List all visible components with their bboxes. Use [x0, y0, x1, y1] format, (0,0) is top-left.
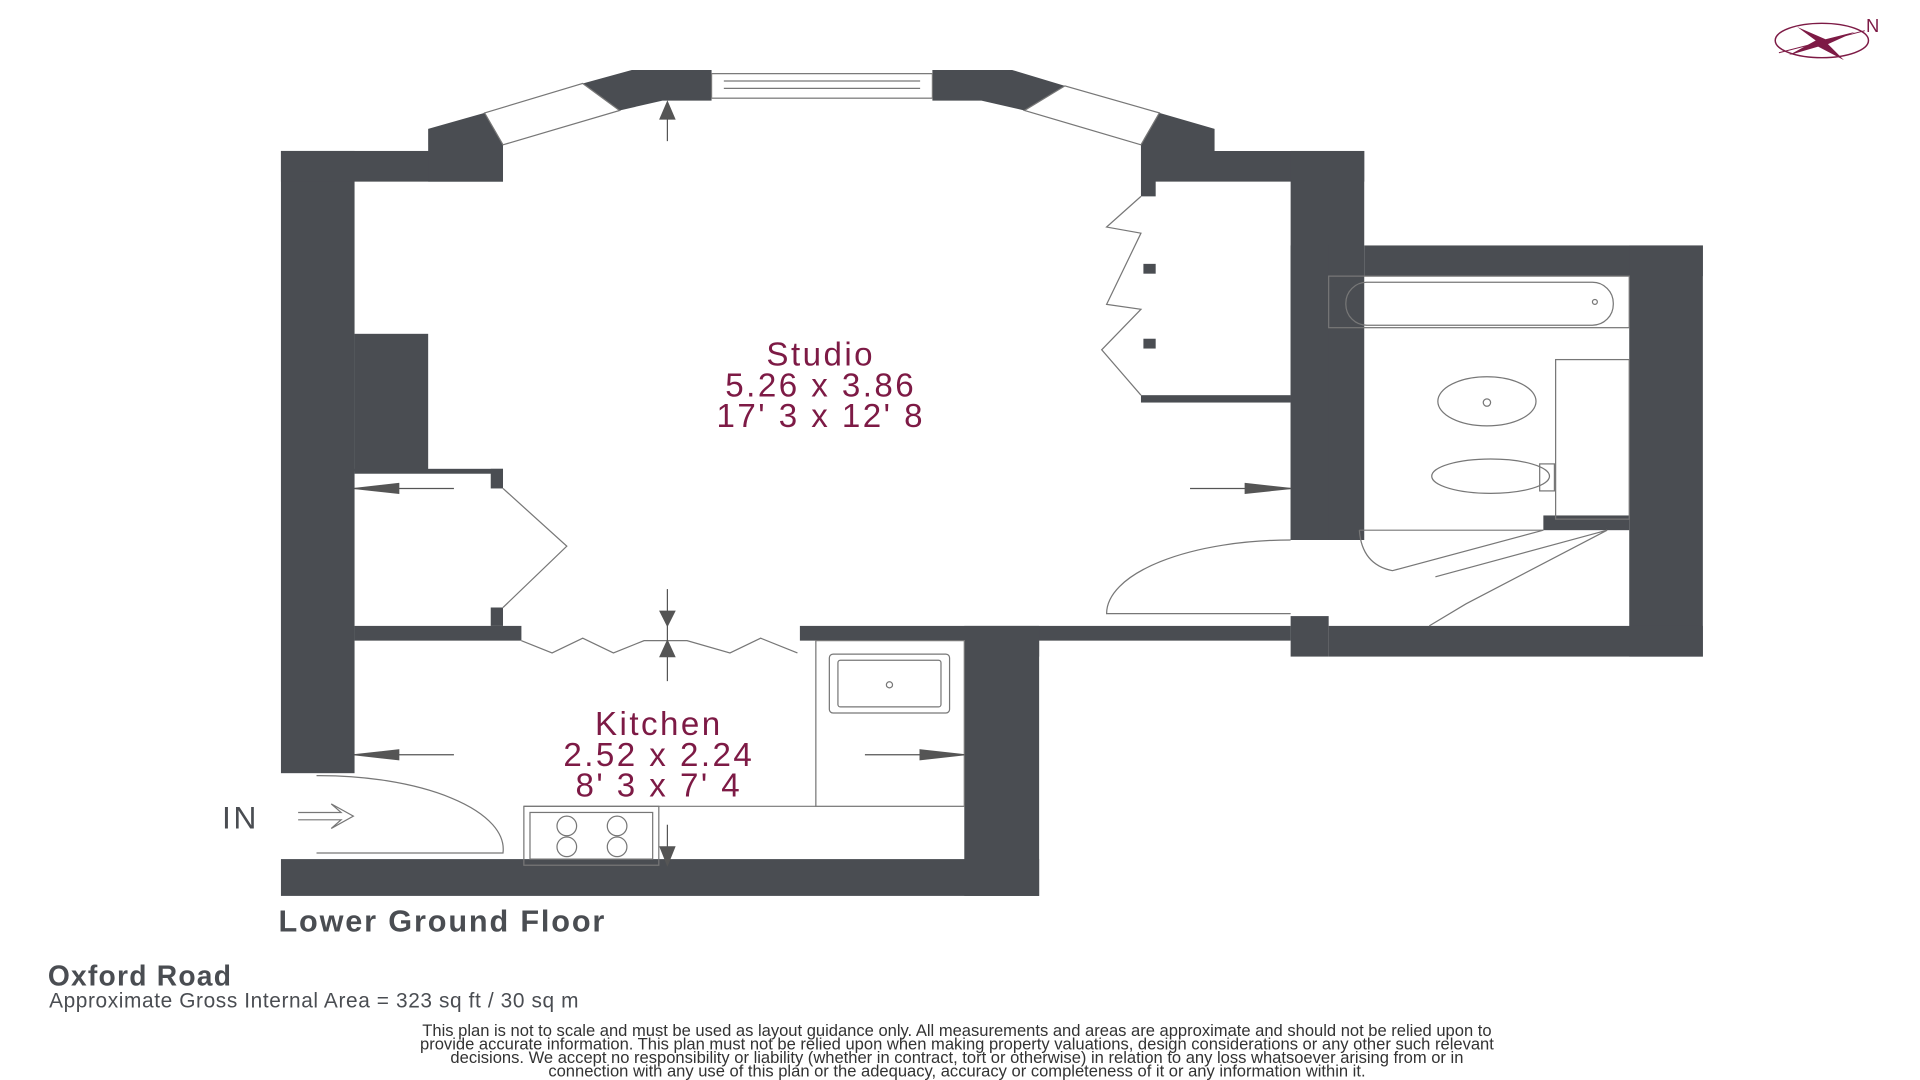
hob-icon — [523, 805, 660, 866]
disclaimer: This plan is not to scale and must be us… — [420, 1021, 1494, 1080]
windows — [483, 73, 1161, 146]
disclaimer-line: connection with any use of this plan or … — [548, 1061, 1365, 1080]
floor-label: Lower Ground Floor — [278, 904, 606, 938]
entrance-arrow-icon — [298, 803, 355, 829]
entrance-label: IN — [222, 799, 259, 835]
disclaimer-line: provide accurate information. This plan … — [420, 1034, 1494, 1053]
compass-icon: N — [1774, 15, 1879, 61]
room-metric: 2.52 x 2.24 — [563, 737, 754, 774]
room-metric: 5.26 x 3.86 — [725, 367, 916, 404]
room-name: Studio — [766, 337, 875, 374]
disclaimer-line: This plan is not to scale and must be us… — [422, 1021, 1491, 1040]
washbasin-icon — [1437, 358, 1630, 520]
walls — [280, 69, 1703, 896]
room-imperial: 17' 3 x 12' 8 — [717, 398, 925, 435]
studio-label: Studio 5.26 x 3.86 17' 3 x 12' 8 — [717, 337, 925, 435]
disclaimer-line: decisions. We accept no responsibility o… — [450, 1048, 1463, 1067]
kitchen-label: Kitchen 2.52 x 2.24 8' 3 x 7' 4 — [563, 706, 754, 804]
compass-north-label: N — [1866, 15, 1879, 36]
property-name: Oxford Road — [48, 959, 232, 991]
room-name: Kitchen — [595, 706, 723, 743]
bath-icon — [1328, 275, 1630, 329]
dimension-arrows — [354, 100, 1291, 867]
doors — [316, 195, 1608, 854]
gross-area: Approximate Gross Internal Area = 323 sq… — [49, 990, 579, 1013]
kitchen-sink-icon — [828, 653, 951, 714]
room-imperial: 8' 3 x 7' 4 — [575, 767, 742, 804]
toilet-icon — [1431, 458, 1556, 494]
